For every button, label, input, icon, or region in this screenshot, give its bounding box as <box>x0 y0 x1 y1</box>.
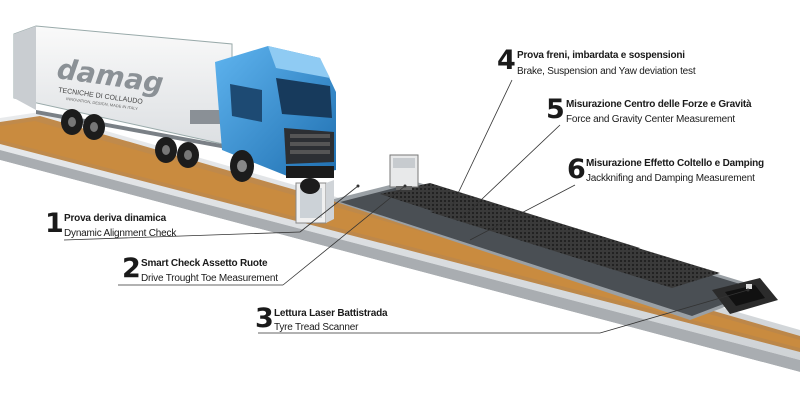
truck-cab <box>215 46 336 194</box>
leader-dots <box>356 184 750 292</box>
callout-title-it: Prova freni, imbardata e sospensioni <box>517 50 685 61</box>
callout-number: 3 <box>255 303 274 334</box>
callout-number: 6 <box>567 154 586 185</box>
brake-plates <box>380 183 720 288</box>
leader-lines <box>63 79 749 334</box>
toe-measurement-post <box>389 154 419 190</box>
test-lane <box>0 116 800 352</box>
callout-title-en: Jackknifing and Damping Measurement <box>586 173 755 184</box>
callout-number: 4 <box>497 45 516 76</box>
tread-scanner <box>712 278 778 314</box>
callout-title-it: Misurazione Centro delle Forze e Gravità <box>566 99 752 110</box>
callout-title-en: Tyre Tread Scanner <box>274 322 359 333</box>
callout-title-it: Lettura Laser Battistrada <box>274 308 388 319</box>
callout-title-it: Misurazione Effetto Coltello e Damping <box>586 158 764 169</box>
trailer-wheels <box>61 109 199 168</box>
callout-number: 2 <box>122 253 141 284</box>
callout-number: 5 <box>546 94 565 125</box>
callout-number: 1 <box>45 208 64 239</box>
callout-title-it: Prova deriva dinamica <box>64 213 166 224</box>
callout-title-en: Dynamic Alignment Check <box>64 228 177 239</box>
callout-title-en: Drive Trought Toe Measurement <box>141 273 278 284</box>
callout-title-en: Brake, Suspension and Yaw deviation test <box>517 66 696 77</box>
callout-title-it: Smart Check Assetto Ruote <box>141 258 268 269</box>
callout-title-en: Force and Gravity Center Measurement <box>566 114 735 125</box>
